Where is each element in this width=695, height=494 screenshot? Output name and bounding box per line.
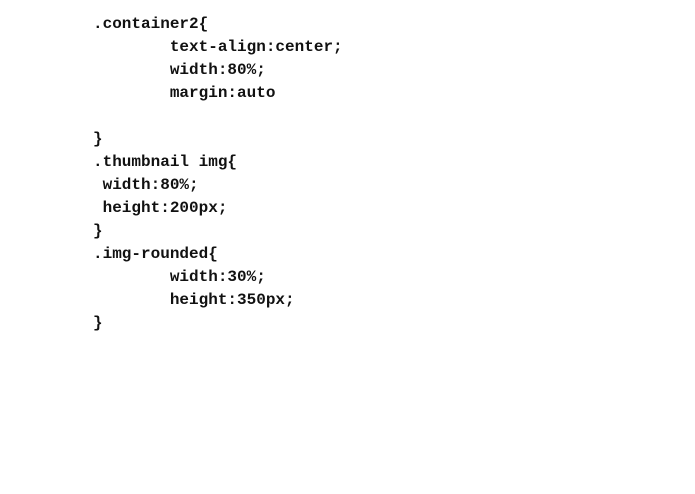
code-line: .thumbnail img{: [93, 153, 238, 171]
code-line: height:350px;: [93, 291, 295, 309]
code-line: margin:auto: [93, 84, 276, 102]
css-code-block: .container2{ text-align:center; width:80…: [93, 13, 343, 335]
code-line: text-align:center;: [93, 38, 343, 56]
code-line: width:30%;: [93, 268, 266, 286]
code-line: width:80%;: [93, 176, 199, 194]
code-line: .container2{: [93, 15, 209, 33]
code-line: }: [93, 222, 103, 240]
code-line: }: [93, 130, 103, 148]
code-line: height:200px;: [93, 199, 228, 217]
code-line: }: [93, 314, 103, 332]
code-line: .img-rounded{: [93, 245, 218, 263]
code-line: width:80%;: [93, 61, 266, 79]
code-line: [93, 105, 343, 128]
